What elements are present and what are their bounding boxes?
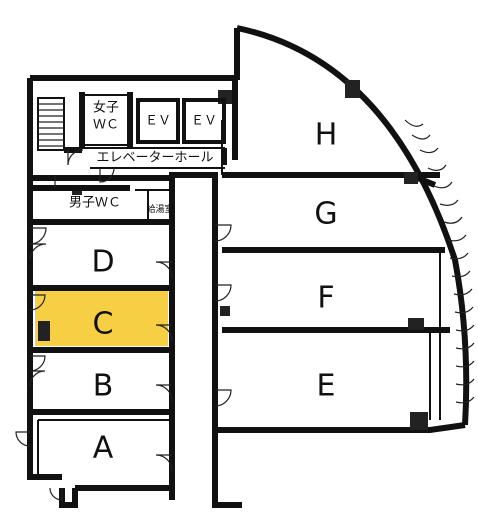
left-room-walls <box>30 189 172 477</box>
kitchenette-label: 給湯室 <box>146 203 173 215</box>
room-b-label: B <box>93 369 114 404</box>
room-g-label: G <box>314 197 337 232</box>
outer-walls <box>27 25 470 508</box>
room-h-label: H <box>315 118 338 153</box>
elevator-2-label: ＥＶ <box>191 114 217 129</box>
doors <box>15 119 475 501</box>
room-a-label: A <box>93 431 114 466</box>
room-d-label: D <box>91 245 114 280</box>
room-e-label: E <box>317 369 336 404</box>
room-c-label: C <box>93 307 114 342</box>
womens-wc-label-line1: 女子 <box>93 100 119 116</box>
core <box>30 92 227 191</box>
elevator-hall-label: エレベーターホール <box>96 151 213 166</box>
room-c-highlight <box>35 291 168 346</box>
elevator-1-label: ＥＶ <box>145 114 171 129</box>
womens-wc-label-line2: ＷＣ <box>93 118 119 133</box>
pillars <box>38 80 428 430</box>
room-f-label: F <box>317 281 334 316</box>
mens-wc-label: 男子ＷＣ <box>69 196 121 211</box>
stairs-icon <box>38 103 64 147</box>
